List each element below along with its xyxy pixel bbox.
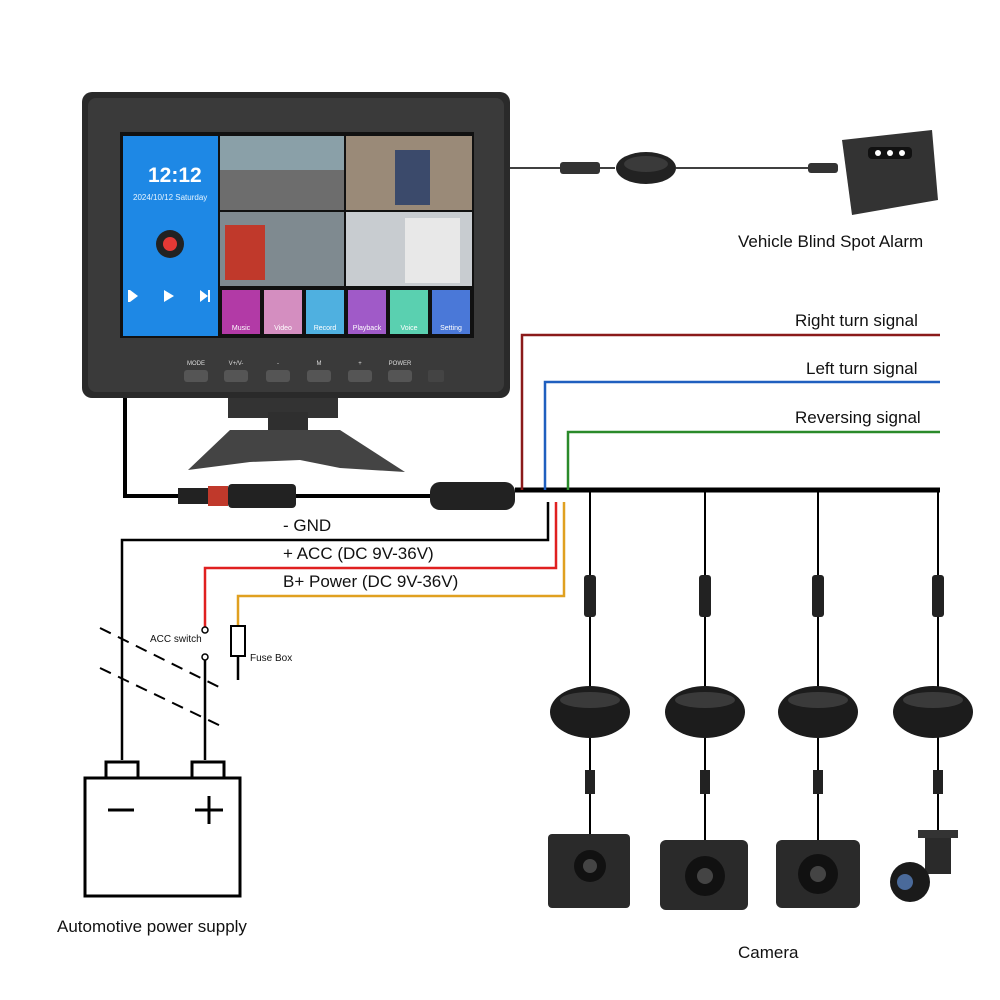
btn-label-volume: V+/V- (228, 361, 244, 367)
label-camera: Camera (738, 943, 799, 962)
monitor (82, 92, 510, 472)
bezel-buttons (184, 370, 444, 382)
camera-drop-3 (776, 490, 860, 908)
btn-label-m: M (316, 361, 322, 367)
volume-button[interactable] (224, 370, 248, 382)
label-acc-switch: ACC switch (150, 634, 202, 645)
label-fuse-box: Fuse Box (250, 653, 293, 664)
power-wire (236, 502, 566, 626)
label-gnd: - GND (283, 516, 332, 535)
app-tile-setting[interactable] (432, 290, 470, 334)
main-cable (123, 398, 940, 510)
screen-time: 12:12 (148, 164, 202, 187)
label-left-turn: Left turn signal (806, 359, 918, 378)
plus-button[interactable] (348, 370, 372, 382)
camera-drop-1 (548, 490, 630, 908)
app-label-record: Record (313, 325, 337, 332)
minus-button[interactable] (266, 370, 290, 382)
btn-label-mode: MODE (187, 361, 205, 367)
left-turn-wire (543, 380, 940, 490)
app-tile-voice[interactable] (390, 290, 428, 334)
camera-drop-4 (890, 490, 973, 902)
label-acc: + ACC (DC 9V-36V) (283, 544, 434, 563)
power-wires (120, 502, 566, 760)
app-tile-record[interactable] (306, 290, 344, 334)
label-blind-spot-alarm: Vehicle Blind Spot Alarm (738, 232, 924, 251)
app-tile-video[interactable] (264, 290, 302, 334)
blind-spot-alarm (510, 130, 938, 215)
camera-drops (548, 490, 973, 910)
app-label-music: Music (231, 325, 251, 332)
app-label-playback: Playback (352, 325, 382, 332)
gnd-wire (120, 502, 550, 640)
app-label-video: Video (274, 325, 292, 332)
power-button[interactable] (388, 370, 412, 382)
camera-drop-2 (660, 490, 748, 910)
right-turn-wire (520, 333, 940, 490)
app-label-voice: Voice (400, 325, 418, 332)
btn-label-power: POWER (388, 361, 412, 367)
mode-button[interactable] (184, 370, 208, 382)
signal-wires (520, 333, 940, 490)
acc-switch (201, 626, 209, 661)
acc-wire (203, 502, 558, 630)
app-tile-playback[interactable] (348, 290, 386, 334)
m-button[interactable] (307, 370, 331, 382)
screen-date: 2024/10/12 Saturday (133, 193, 208, 202)
battery (83, 760, 242, 898)
dashed-separator (99, 627, 226, 729)
app-tile-music[interactable] (222, 290, 260, 334)
label-right-turn: Right turn signal (795, 311, 918, 330)
media-controls (128, 290, 210, 302)
camera-dome (925, 838, 951, 874)
app-label-setting: Setting (440, 325, 462, 332)
label-reversing: Reversing signal (795, 408, 921, 427)
label-power-supply: Automotive power supply (57, 917, 247, 936)
fuse-box (230, 625, 246, 657)
label-power: B+ Power (DC 9V-36V) (283, 572, 459, 591)
reversing-wire (566, 430, 940, 490)
btn-label-plus: + (358, 361, 362, 367)
btn-label-minus: - (277, 361, 279, 367)
